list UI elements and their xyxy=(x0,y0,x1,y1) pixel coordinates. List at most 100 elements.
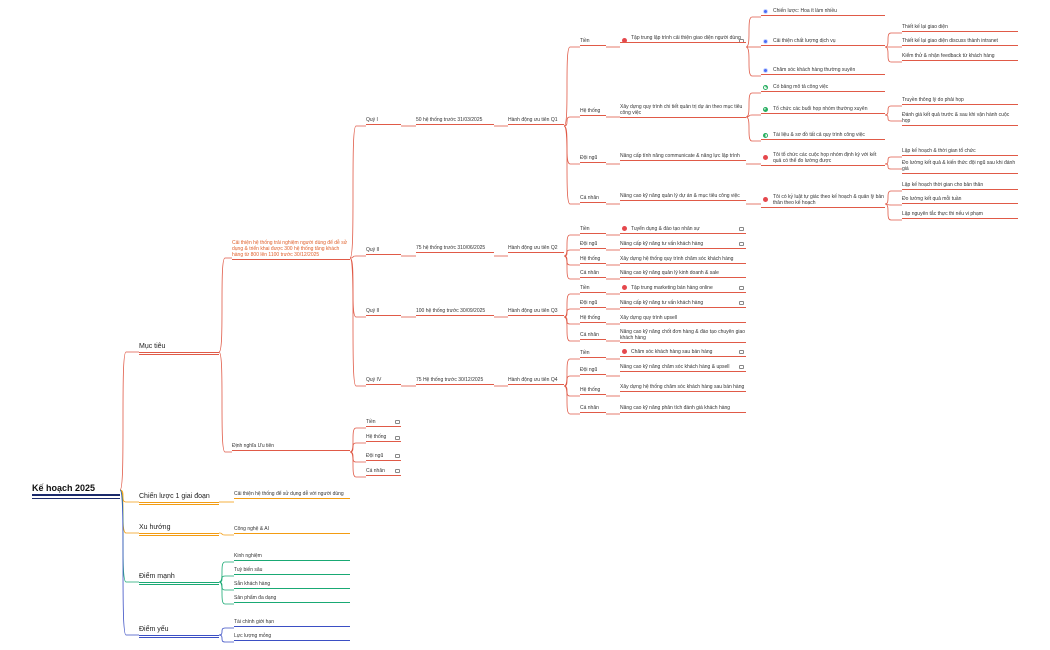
branch-diem-yeu[interactable]: Điểm yếu xyxy=(139,626,219,638)
dinh-nghia-item-4[interactable]: Cá nhân xyxy=(366,468,401,476)
q1-ca-nhan-sub2-2[interactable]: Đo lường kết quả mỗi tuần xyxy=(902,196,1018,204)
connector-line xyxy=(745,92,761,118)
connector-line xyxy=(884,105,902,116)
q4-action-1[interactable]: Chăm sóc khách hàng sau bán hàng xyxy=(620,349,746,357)
branch-chien-luoc[interactable]: Chiến lược 1 giai đoạn xyxy=(139,493,219,505)
quarter-3-target[interactable]: 100 hệ thống trước 30/09/2025 xyxy=(416,308,494,316)
quarter-4-action[interactable]: Hành động ưu tiên Q4 xyxy=(508,377,564,385)
q4-cat-2[interactable]: Đội ngũ xyxy=(580,367,606,375)
q2-action-1[interactable]: Tuyển dụng & đào tạo nhân sự xyxy=(620,226,746,234)
sub-text: Truyền thông lý do phải họp xyxy=(902,97,964,103)
diem-yeu-item-1[interactable]: Tài chính giới hạn xyxy=(234,619,350,627)
connector-line xyxy=(349,451,366,478)
q3-action-1[interactable]: Tập trung marketing bán hàng online xyxy=(620,285,746,293)
quarter-2[interactable]: Quý II xyxy=(366,247,401,255)
action-text: Xây dựng quy trình upsell xyxy=(620,315,677,321)
dinh-nghia-node[interactable]: Định nghĩa Ưu tiên xyxy=(232,443,350,451)
quarter-2-target[interactable]: 75 hệ thống trước 310/06/2025 xyxy=(416,245,494,253)
quarter-4[interactable]: Quý IV xyxy=(366,377,401,385)
q1-he-thong-sub-3[interactable]: Tài liệu & sơ đồ tất cả quy trình công v… xyxy=(761,132,885,140)
q4-cat-3[interactable]: Hệ thống xyxy=(580,387,606,395)
category-label: Cá nhân xyxy=(580,332,599,338)
xu-huong-item[interactable]: Công nghệ & AI xyxy=(234,526,350,534)
quarter-1-target[interactable]: 50 hệ thống trước 31/03/2025 xyxy=(416,117,494,125)
diem-yeu-item-2[interactable]: Lực lượng mỏng xyxy=(234,633,350,641)
q1-he-thong-sub-1[interactable]: Có bảng mô tả công việc xyxy=(761,84,885,92)
connector-line xyxy=(563,316,580,342)
q1-he-thong-sub-2[interactable]: Tổ chức các buổi họp nhóm thường xuyên xyxy=(761,106,885,114)
q3-action-4[interactable]: Nâng cao kỹ năng chốt đơn hàng & đào tạo… xyxy=(620,329,746,343)
diem-manh-item-3[interactable]: Sẵn khách hàng xyxy=(234,581,350,589)
q4-action-2[interactable]: Nâng cao kỹ năng chăm sóc khách hàng & u… xyxy=(620,364,746,372)
q1-tien-sub2-3[interactable]: Kiểm thử & nhận feedback từ khách hàng xyxy=(902,53,1018,61)
q1-ca-nhan-sub[interactable]: Tôi có kỷ luật tự giác theo kế hoạch & q… xyxy=(761,194,885,208)
priority-icon xyxy=(763,197,768,202)
q4-action-4[interactable]: Nâng cao kỹ năng phân tích đánh giá khác… xyxy=(620,405,746,413)
q1-tien-sub2-1[interactable]: Thiết kế lại giao diện xyxy=(902,24,1018,32)
item-label: Tài chính giới hạn xyxy=(234,619,274,625)
quarter-3-action[interactable]: Hành động ưu tiên Q3 xyxy=(508,308,564,316)
q1-ca-nhan-action[interactable]: Nâng cao kỹ năng quản lý dự án & mục tiê… xyxy=(620,193,746,201)
diem-manh-item-4[interactable]: Sản phẩm đa dạng xyxy=(234,595,350,603)
q1-tien-sub-3[interactable]: Chăm sóc khách hàng thường xuyên xyxy=(761,67,885,75)
goal-node[interactable]: Cải thiện hệ thống trải nghiệm người dùn… xyxy=(232,240,350,260)
q2-action-2[interactable]: Nâng cấp kỹ năng tư vấn khách hàng xyxy=(620,241,746,249)
q1-doi-ngu-sub[interactable]: Tôi tổ chức các cuộc họp nhóm định kỳ vớ… xyxy=(761,152,885,166)
q1-ca-nhan-sub2-3[interactable]: Lập nguyên tắc thực thi nếu vi phạm xyxy=(902,211,1018,219)
q2-action-3[interactable]: Xây dựng hệ thống quy trình chăm sóc khá… xyxy=(620,256,746,264)
chien-luoc-item[interactable]: Cải thiện hệ thống để sử dụng dễ với ngư… xyxy=(234,491,350,499)
sub-text: Tổ chức các buổi họp nhóm thường xuyên xyxy=(773,106,868,112)
item-label: Công nghệ & AI xyxy=(234,526,270,532)
category-label: Hệ thống xyxy=(580,387,601,393)
q1-he-thong-sub2-2[interactable]: Đánh giá kết quả trước & sau khi vận hàn… xyxy=(902,112,1018,126)
q2-cat-1[interactable]: Tiền xyxy=(580,226,606,234)
q1-ca-nhan-sub2-1[interactable]: Lập kế hoạch thời gian cho bản thân xyxy=(902,182,1018,190)
quarter-2-action[interactable]: Hành động ưu tiên Q2 xyxy=(508,245,564,253)
q1-he-thong[interactable]: Hệ thống xyxy=(580,108,606,116)
q4-cat-1[interactable]: Tiền xyxy=(580,350,606,358)
q2-cat-4[interactable]: Cá nhân xyxy=(580,270,606,278)
q1-doi-ngu-sub2-1[interactable]: Lập kế hoạch & thời gian tổ chức xyxy=(902,148,1018,156)
connector-line xyxy=(218,351,232,453)
q1-he-thong-sub2-1[interactable]: Truyền thông lý do phải họp xyxy=(902,97,1018,105)
q3-cat-2[interactable]: Đội ngũ xyxy=(580,300,606,308)
diem-manh-item-2[interactable]: Tuỳ biến sâu xyxy=(234,567,350,575)
branch-xu-huong[interactable]: Xu hướng xyxy=(139,524,219,536)
connector-line xyxy=(745,116,761,142)
q1-tien-sub-1[interactable]: Chiến lược: Hoa ít làm nhiều xyxy=(761,8,885,16)
q3-cat-4[interactable]: Cá nhân xyxy=(580,332,606,340)
q1-doi-ngu[interactable]: Đội ngũ xyxy=(580,155,606,163)
q2-cat-2[interactable]: Đội ngũ xyxy=(580,241,606,249)
q2-action-4[interactable]: Nâng cao kỹ năng quản lý kinh doanh & sa… xyxy=(620,270,746,278)
q3-cat-3[interactable]: Hệ thống xyxy=(580,315,606,323)
q1-ca-nhan[interactable]: Cá nhân xyxy=(580,195,606,203)
branch-diem-manh[interactable]: Điểm mạnh xyxy=(139,573,219,585)
sub-text: Có bảng mô tả công việc xyxy=(773,84,829,90)
q4-cat-4[interactable]: Cá nhân xyxy=(580,405,606,413)
q1-doi-ngu-action[interactable]: Nâng cấp tính năng communicate & năng lự… xyxy=(620,153,746,161)
q1-doi-ngu-sub2-2[interactable]: Đo lường kết quả & kiến thức đội ngũ sau… xyxy=(902,160,1018,174)
q1-tien[interactable]: Tiền xyxy=(580,38,606,46)
q4-action-3[interactable]: Xây dựng hệ thống chăm sóc khách hàng sa… xyxy=(620,384,746,392)
quarter-1[interactable]: Quý I xyxy=(366,117,401,125)
diem-manh-item-1[interactable]: Kinh nghiệm xyxy=(234,553,350,561)
q3-cat-1[interactable]: Tiền xyxy=(580,285,606,293)
root-node[interactable]: Kế hoạch 2025 xyxy=(32,483,120,499)
q1-he-thong-action[interactable]: Xây dựng quy trình chi tiết quản trị dự … xyxy=(620,104,746,118)
branch-muc-tieu[interactable]: Mục tiêu xyxy=(139,343,219,355)
quarter-1-action[interactable]: Hành động ưu tiên Q1 xyxy=(508,117,564,125)
q1-tien-action[interactable]: Tập trung lập trình cải thiện giao diện … xyxy=(620,35,746,43)
dinh-nghia-item-2[interactable]: Hệ thống xyxy=(366,434,401,442)
q1-tien-sub-2[interactable]: Cải thiện chất lượng dịch vụ xyxy=(761,38,885,46)
connector-line xyxy=(563,375,580,387)
dinh-nghia-item-3[interactable]: Đội ngũ xyxy=(366,453,401,461)
q3-action-2[interactable]: Nâng cấp kỹ năng tư vấn khách hàng xyxy=(620,300,746,308)
progress-icon xyxy=(763,107,768,112)
target-label: 50 hệ thống trước 31/03/2025 xyxy=(416,117,483,123)
dinh-nghia-item-1[interactable]: Tiền xyxy=(366,419,401,427)
q2-cat-3[interactable]: Hệ thống xyxy=(580,256,606,264)
quarter-4-target[interactable]: 75 Hệ thống trước 30/12/2025 xyxy=(416,377,494,385)
quarter-3[interactable]: Quý II xyxy=(366,308,401,316)
q1-tien-sub2-2[interactable]: Thiết kế lại giao diện discuss thành int… xyxy=(902,38,1018,46)
q3-action-3[interactable]: Xây dựng quy trình upsell xyxy=(620,315,746,323)
